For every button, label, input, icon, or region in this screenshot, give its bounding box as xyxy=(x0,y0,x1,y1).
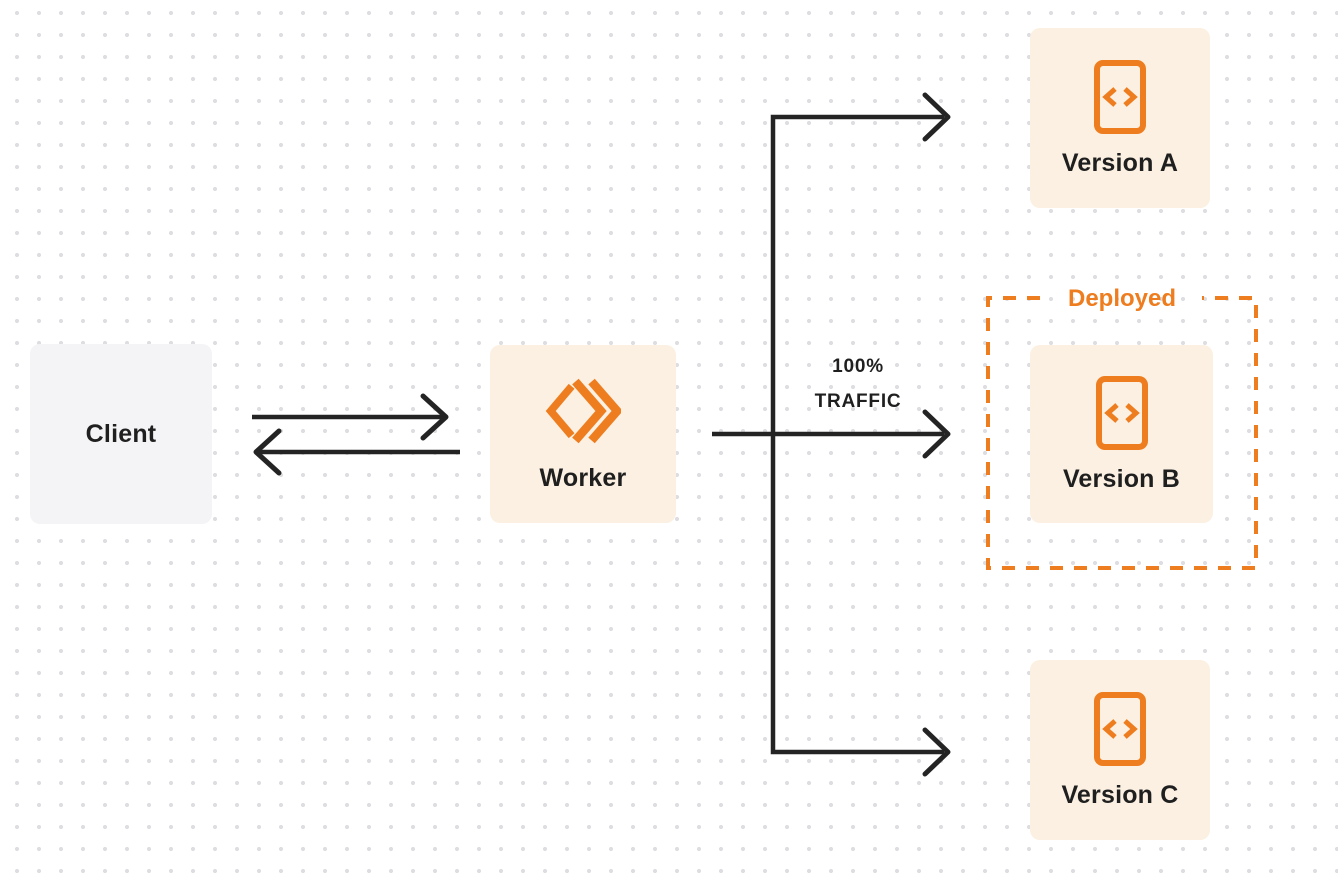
version-c-node: Version C xyxy=(1030,660,1210,840)
arrow-to-version-a-head xyxy=(922,92,951,142)
traffic-percentage-value: 100% xyxy=(832,356,884,377)
worker-node: Worker xyxy=(490,345,676,523)
worker-icon xyxy=(545,375,621,447)
arrow-client-to-worker-head xyxy=(420,393,449,441)
arrow-worker-to-client-head xyxy=(253,428,282,476)
client-label: Client xyxy=(85,419,157,448)
worker-label: Worker xyxy=(539,464,627,492)
code-file-icon xyxy=(1094,375,1150,451)
code-file-icon xyxy=(1092,691,1148,767)
version-b-label: Version B xyxy=(1062,464,1181,493)
traffic-percentage-label: 100% TRAFFIC xyxy=(776,349,940,419)
branch-trunk-line xyxy=(770,114,944,755)
deployed-group-label: Deployed xyxy=(1067,285,1177,312)
client-node: Client xyxy=(30,344,212,524)
version-c-label: Version C xyxy=(1061,780,1179,809)
version-a-label: Version A xyxy=(1061,148,1179,177)
version-a-node: Version A xyxy=(1030,28,1210,208)
code-file-icon xyxy=(1092,59,1148,135)
traffic-word: TRAFFIC xyxy=(814,391,902,412)
arrow-to-version-c-head xyxy=(922,727,951,777)
version-b-node: Version B xyxy=(1030,345,1213,523)
